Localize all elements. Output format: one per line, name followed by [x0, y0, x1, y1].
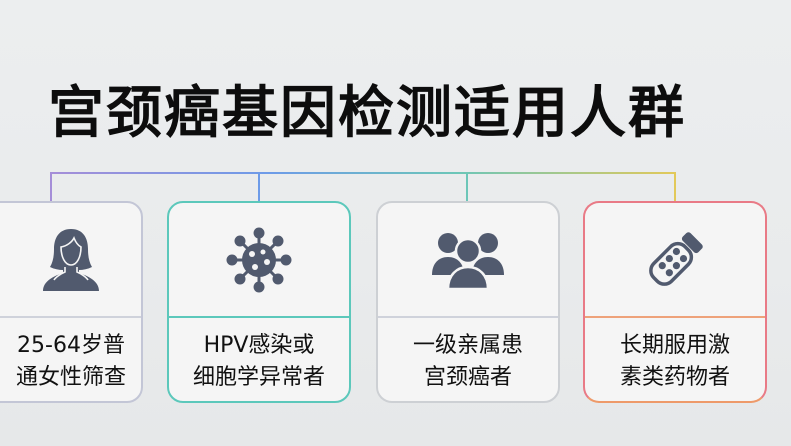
card-label-line1: 25-64岁普	[17, 332, 125, 358]
virus-icon	[226, 227, 292, 292]
card-general-women-screening: 25-64岁普 通女性筛查	[0, 201, 143, 403]
card-label-line1: 长期服用激	[619, 332, 730, 358]
card-family-history: 一级亲属患 宫颈癌者	[376, 201, 560, 403]
woman-icon	[43, 228, 99, 291]
card-label-line2: 宫颈癌者	[423, 364, 512, 390]
card-hpv-infection: HPV感染或 细胞学异常者	[167, 201, 351, 403]
card-label-line1: 一级亲属患	[412, 332, 523, 358]
pill-bottle-icon	[649, 231, 703, 286]
card-label-line1: HPV感染或	[203, 332, 315, 358]
card-hormone-drugs: 长期服用激 素类药物者	[583, 201, 767, 403]
page-title: 宫颈癌基因检测适用人群	[48, 81, 686, 146]
card-label-line2: 素类药物者	[619, 364, 730, 390]
card-label-line2: 细胞学异常者	[192, 364, 325, 390]
connector-lines	[50, 172, 676, 202]
card-label-line2: 通女性筛查	[15, 364, 126, 390]
group-icon	[432, 232, 504, 290]
